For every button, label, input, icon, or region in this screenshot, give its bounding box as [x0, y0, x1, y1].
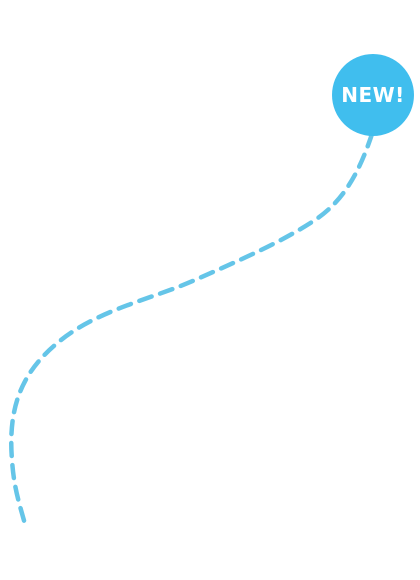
- new-badge: NEW!: [332, 54, 414, 136]
- new-badge-label: NEW!: [341, 83, 405, 107]
- dashed-connector-path: [9, 131, 375, 531]
